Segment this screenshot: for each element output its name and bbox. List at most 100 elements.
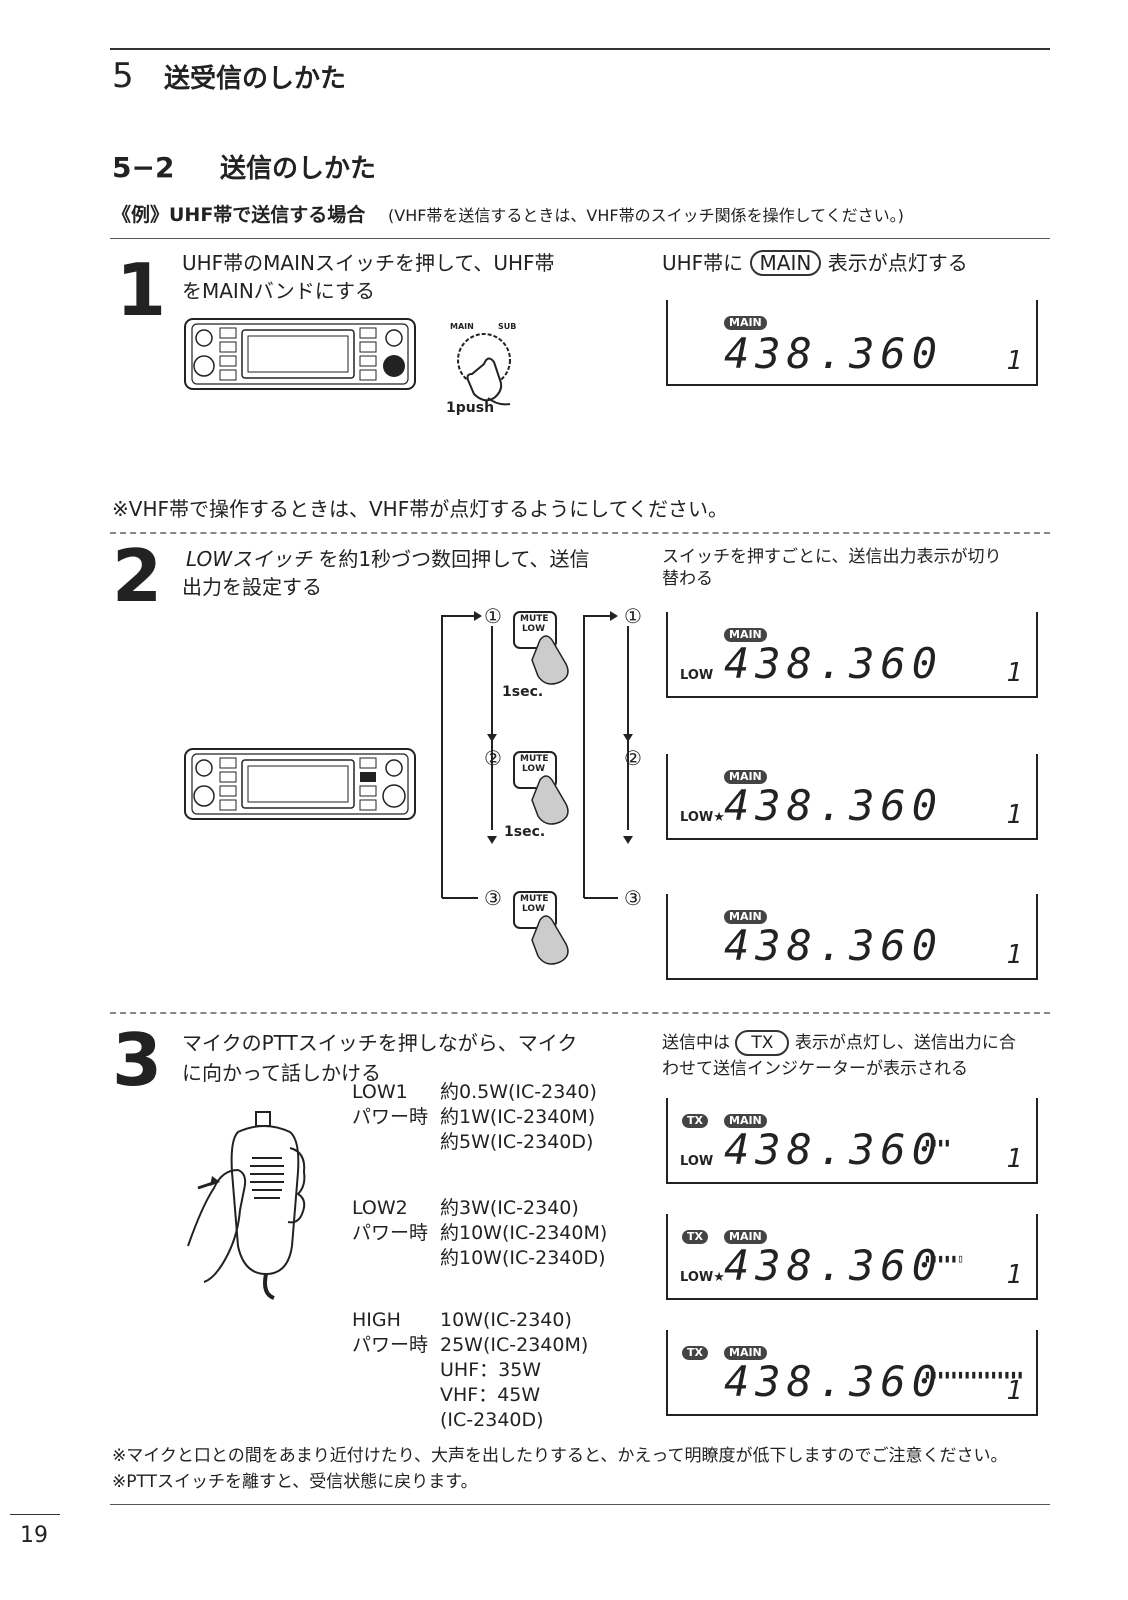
push-label: 1push	[446, 400, 495, 416]
marker-3a: ③	[484, 886, 502, 910]
lcd-frequency: 438.360	[724, 639, 944, 688]
lcd-display-step2-3: MAIN 438.360 1	[666, 894, 1038, 980]
sec-label-2: 1sec.	[504, 824, 546, 840]
cycle-flow-arrows	[441, 611, 633, 899]
step1-result-suffix: 表示が点灯する	[827, 251, 968, 275]
lcd-display-step3-3: TX MAIN ▮▮▮▮▮▮▮▮▮▮▮▮▮▮▮ 438.360 1	[666, 1330, 1038, 1416]
lcd-low-indicator: LOW★	[680, 1270, 725, 1285]
lcd-channel: 1	[1006, 940, 1022, 970]
marker-2b: ②	[624, 746, 642, 770]
power-low2-mode: LOW2	[352, 1197, 408, 1219]
step3-result-line1: 送信中は TX 表示が点灯し、送信出力に合	[662, 1030, 1016, 1056]
note-ptt-release: ※PTTスイッチを離すと、受信状態に戻ります。	[112, 1472, 478, 1492]
chapter-title: 送受信のしかた	[164, 64, 347, 94]
marker-2a: ②	[484, 746, 502, 770]
example-note: (VHF帯を送信するときは、VHF帯のスイッチ関係を操作してください。)	[388, 206, 904, 225]
lcd-power-meter: ▮▮▮▮▮▮▮▮▮▮▮▮▮▮▮	[924, 1368, 1024, 1381]
lcd-low-indicator: LOW★	[680, 810, 725, 825]
lcd-channel: 1	[1006, 1260, 1022, 1290]
step1-main-badge: MAIN	[749, 250, 822, 276]
step1-text-line1: UHF帯のMAINスイッチを押して、UHF帯	[182, 251, 555, 275]
power-high-line3: UHF：35W	[440, 1359, 542, 1381]
lcd-main-badge: MAIN	[724, 770, 767, 784]
power-high-suffix: パワー時	[352, 1334, 429, 1356]
marker-3b: ③	[624, 886, 642, 910]
page-number: 19	[20, 1523, 48, 1548]
main-sub-knob-icon	[457, 333, 511, 406]
power-high-line5: (IC-2340D)	[440, 1409, 544, 1431]
step3-result-prefix: 送信中は	[662, 1033, 730, 1053]
lcd-display-step3-1: TX MAIN ▮▮▮▮ LOW 438.360 1	[666, 1098, 1038, 1184]
step2-number: 2	[112, 534, 163, 618]
lcd-channel: 1	[1006, 346, 1022, 376]
lcd-channel: 1	[1006, 658, 1022, 688]
button-low-label-1: LOW	[522, 624, 545, 634]
button-mute-label-2: MUTE	[520, 754, 549, 764]
step2-result-line2: 替わる	[662, 569, 713, 589]
step3-result-line2: わせて送信インジケーターが表示される	[662, 1059, 968, 1079]
step1-text-line2: をMAINバンドにする	[182, 279, 375, 303]
lcd-frequency: 438.360	[724, 781, 944, 830]
lcd-tx-badge: TX	[682, 1346, 708, 1360]
lcd-power-meter: ▮▮▮▮▮▯	[924, 1252, 964, 1265]
chapter-number: 5	[112, 56, 134, 96]
header-rule	[110, 48, 1050, 50]
step2-text-line2: 出力を設定する	[182, 575, 322, 599]
step1-result-prefix: UHF帯に	[662, 251, 744, 275]
step3-number: 3	[112, 1018, 163, 1102]
lcd-display-step1: MAIN 438.360 1	[666, 300, 1038, 386]
radio-front-panel-low-icon	[184, 748, 416, 820]
step3-tx-badge: TX	[735, 1030, 790, 1056]
lcd-display-step3-2: TX MAIN ▮▮▮▮▮▯ LOW★ 438.360 1	[666, 1214, 1038, 1300]
mute-low-button-icon-1	[513, 611, 569, 685]
step3-text-line2: に向かって話しかける	[182, 1061, 381, 1085]
lcd-display-step2-1: MAIN LOW 438.360 1	[666, 612, 1038, 698]
low-switch-label: LOWスイッチ	[186, 547, 313, 571]
lcd-channel: 1	[1006, 1376, 1022, 1406]
marker-1a: ①	[484, 604, 502, 628]
knob-main-label: MAIN	[450, 322, 474, 331]
lcd-tx-badge: TX	[682, 1230, 708, 1244]
lcd-frequency: 438.360	[724, 921, 944, 970]
section-number: 5−2	[112, 151, 175, 184]
lcd-frequency: 438.360	[724, 1357, 944, 1406]
lcd-tx-badge: TX	[682, 1114, 708, 1128]
note-vhf: ※VHF帯で操作するときは、VHF帯が点灯するようにしてください。	[112, 497, 729, 521]
step3-text-line1: マイクのPTTスイッチを押しながら、マイク	[182, 1031, 578, 1055]
lcd-frequency: 438.360	[724, 1125, 944, 1174]
button-low-label-2: LOW	[522, 764, 545, 774]
section-title: 送信のしかた	[220, 154, 377, 184]
mute-low-button-icon-3	[513, 891, 569, 965]
example-divider	[110, 238, 1050, 239]
example-label: 《例》UHF帯で送信する場合	[112, 204, 366, 226]
lcd-main-badge: MAIN	[724, 1230, 767, 1244]
lcd-frequency: 438.360	[724, 1241, 944, 1290]
step2-text-line1: LOWスイッチ を約1秒づつ数回押して、送信	[186, 546, 590, 572]
power-low2-line2: 約10W(IC-2340M)	[440, 1222, 608, 1244]
lcd-channel: 1	[1006, 800, 1022, 830]
power-high-mode: HIGH	[352, 1309, 401, 1331]
lcd-frequency: 438.360	[724, 329, 944, 378]
power-low1-mode: LOW1	[352, 1081, 408, 1103]
lcd-low-indicator: LOW	[680, 1154, 714, 1169]
button-low-label-3: LOW	[522, 904, 545, 914]
lcd-low-indicator: LOW	[680, 668, 714, 683]
lcd-main-badge: MAIN	[724, 1346, 767, 1360]
power-high-line2: 25W(IC-2340M)	[440, 1334, 589, 1356]
step2-text-rest: を約1秒づつ数回押して、送信	[318, 547, 590, 571]
power-high-line1: 10W(IC-2340)	[440, 1309, 572, 1331]
power-low2-line1: 約3W(IC-2340)	[440, 1197, 579, 1219]
power-low1-line1: 約0.5W(IC-2340)	[440, 1081, 597, 1103]
lcd-channel: 1	[1006, 1144, 1022, 1174]
power-low1-line2: 約1W(IC-2340M)	[440, 1106, 596, 1128]
step3-result-suffix: 表示が点灯し、送信出力に合	[794, 1033, 1016, 1053]
lcd-main-badge: MAIN	[724, 316, 767, 330]
step3-divider	[110, 1012, 1050, 1014]
page-number-rule	[10, 1514, 60, 1515]
step2-result-line1: スイッチを押すごとに、送信出力表示が切り	[662, 547, 1002, 567]
knob-sub-label: SUB	[498, 322, 517, 331]
power-low1-suffix: パワー時	[352, 1106, 429, 1128]
note-mic-distance: ※マイクと口との間をあまり近付けたり、大声を出したりすると、かえって明瞭度が低下…	[112, 1446, 1008, 1466]
power-low2-line3: 約10W(IC-2340D)	[440, 1247, 606, 1269]
step1-number: 1	[116, 248, 167, 332]
